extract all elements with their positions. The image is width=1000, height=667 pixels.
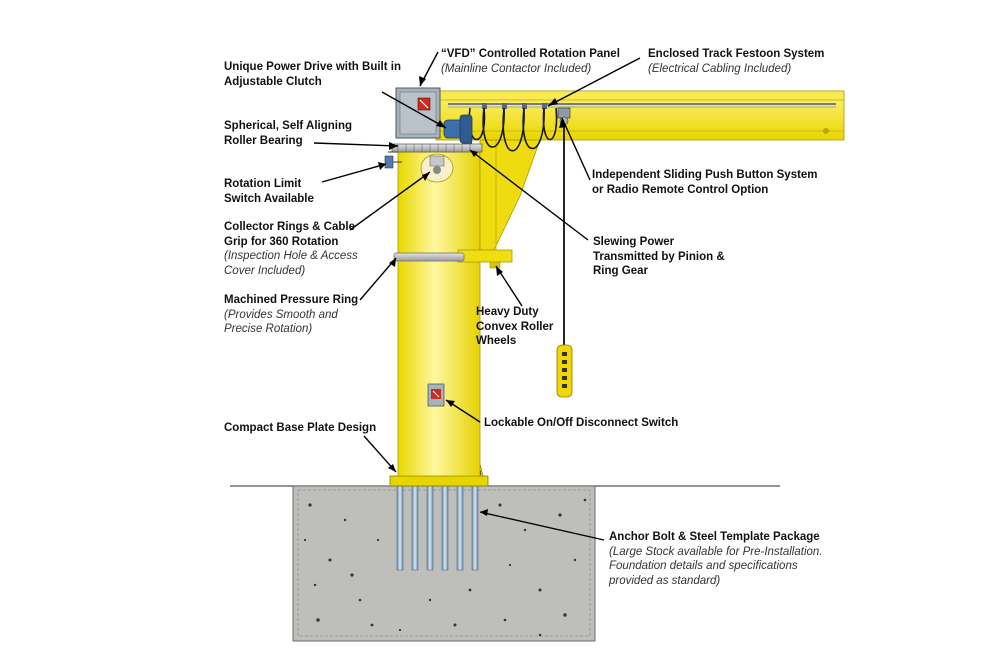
label-push-button: Independent Sliding Push Button System o…	[592, 168, 818, 197]
label-limit-switch-title: Rotation Limit Switch Available	[224, 178, 314, 205]
label-pressure-ring-subtitle: (Provides Smooth and Precise Rotation)	[224, 308, 338, 336]
label-disconnect-switch-title: Lockable On/Off Disconnect Switch	[484, 417, 679, 429]
label-collector-rings-title: Collector Rings & Cable Grip for 360 Rot…	[224, 221, 355, 248]
festoon-cables	[468, 107, 558, 152]
roller-wheel-bracket	[457, 249, 513, 263]
label-power-drive-title: Unique Power Drive with Built in Adjusta…	[224, 61, 401, 88]
callout-line-collector-rings	[349, 171, 431, 231]
label-push-button-title: Independent Sliding Push Button System o…	[592, 169, 818, 196]
callout-line-festoon	[547, 57, 641, 107]
label-base-plate-title: Compact Base Plate Design	[224, 422, 377, 434]
rotation-limit-switch	[384, 151, 402, 169]
label-slewing-power-title: Slewing Power Transmitted by Pinion & Ri…	[593, 236, 725, 277]
crane-column	[397, 151, 481, 477]
label-vfd-panel-title: “VFD” Controlled Rotation Panel	[441, 48, 620, 60]
callout-line-pressure-ring	[359, 257, 397, 301]
label-vfd-panel: “VFD” Controlled Rotation Panel (Mainlin…	[441, 47, 620, 76]
label-collector-rings-subtitle: (Inspection Hole & Access Cover Included…	[224, 250, 358, 277]
label-festoon: Enclosed Track Festoon System (Electrica…	[648, 47, 824, 76]
label-pressure-ring-title: Machined Pressure Ring	[224, 294, 359, 306]
label-festoon-subtitle: (Electrical Cabling Included)	[648, 62, 792, 75]
ring-gear-bearing	[391, 143, 483, 153]
label-bearing-title: Spherical, Self Aligning Roller Bearing	[224, 120, 353, 147]
label-festoon-title: Enclosed Track Festoon System	[648, 48, 825, 60]
label-pressure-ring: Machined Pressure Ring (Provides Smooth …	[224, 293, 358, 337]
callout-line-limit-switch	[321, 163, 387, 183]
label-roller-wheels: Heavy Duty Convex Roller Wheels	[476, 305, 553, 349]
label-anchor-bolt: Anchor Bolt & Steel Template Package (La…	[609, 530, 823, 588]
callout-line-slewing	[469, 149, 589, 241]
crane-boom	[435, 90, 845, 141]
callout-line-anchor-bolt	[479, 511, 605, 541]
label-slewing-power: Slewing Power Transmitted by Pinion & Ri…	[593, 235, 725, 279]
callout-line-power-drive	[381, 91, 447, 129]
label-power-drive: Unique Power Drive with Built in Adjusta…	[224, 60, 401, 89]
inspection-hole	[420, 153, 454, 183]
power-drive-motor	[443, 114, 473, 152]
label-limit-switch: Rotation Limit Switch Available	[224, 177, 314, 206]
label-bearing: Spherical, Self Aligning Roller Bearing	[224, 119, 352, 148]
label-disconnect-switch: Lockable On/Off Disconnect Switch	[484, 416, 678, 431]
label-anchor-bolt-title: Anchor Bolt & Steel Template Package	[609, 531, 820, 543]
label-vfd-panel-subtitle: (Mainline Contactor Included)	[441, 62, 592, 75]
boom-gusset	[479, 139, 541, 251]
label-base-plate: Compact Base Plate Design	[224, 421, 376, 436]
label-roller-wheels-title: Heavy Duty Convex Roller Wheels	[476, 306, 554, 347]
festoon-track	[448, 103, 836, 109]
disconnect-switch	[427, 383, 445, 407]
label-collector-rings: Collector Rings & Cable Grip for 360 Rot…	[224, 220, 358, 278]
pressure-ring	[393, 252, 465, 262]
callout-line-push-button	[561, 117, 591, 181]
pendant-control	[556, 344, 573, 398]
callout-arrowheads	[378, 76, 566, 516]
label-anchor-bolt-subtitle: (Large Stock available for Pre-Installat…	[609, 545, 823, 587]
callout-line-bearing	[313, 142, 399, 147]
anchor-bolts	[396, 485, 479, 571]
